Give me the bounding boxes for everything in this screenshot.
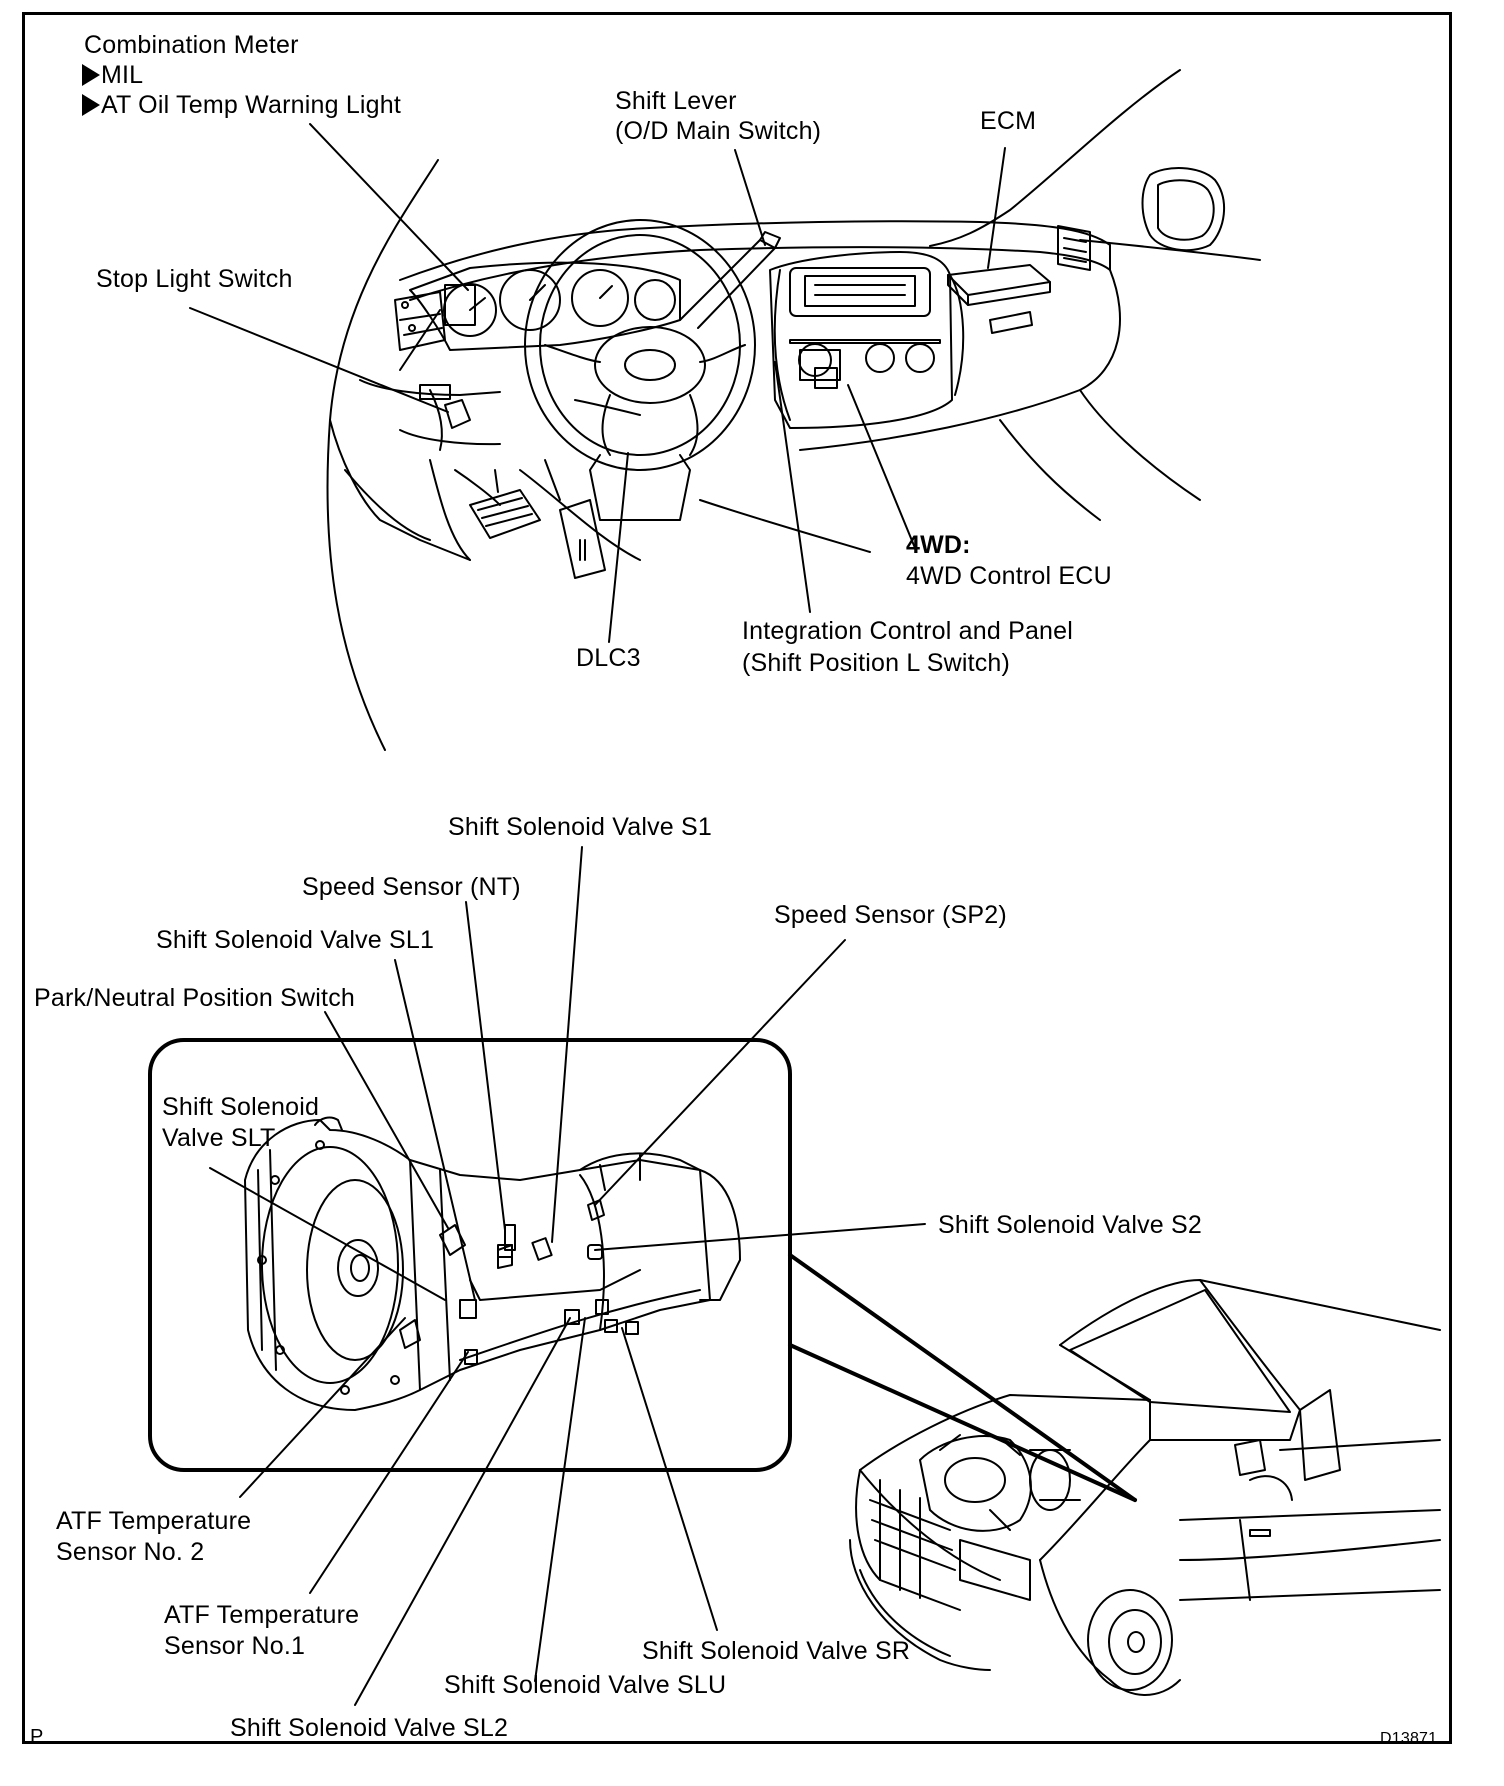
triangle-bullet-icon — [82, 94, 100, 116]
figure-frame — [22, 12, 1452, 1744]
callout-line-lower — [788, 1343, 1137, 1502]
label-atf-temp-sensor-2-line2: Sensor No. 2 — [56, 1538, 205, 1566]
dashboard-drawing — [326, 69, 1261, 751]
label-mil: MIL — [82, 60, 143, 90]
label-4wd-tag-text: 4WD: — [906, 531, 971, 559]
transmission-drawing — [244, 1116, 741, 1411]
corner-letter: P — [30, 1726, 44, 1748]
label-ecm: ECM — [980, 107, 1037, 135]
label-at-oil-temp: AT Oil Temp Warning Light — [82, 90, 401, 120]
label-shift-solenoid-sr: Shift Solenoid Valve SR — [642, 1637, 911, 1665]
triangle-bullet-icon — [82, 64, 100, 86]
label-shift-position-l-switch: (Shift Position L Switch) — [742, 649, 1011, 677]
label-shift-solenoid-s2: Shift Solenoid Valve S2 — [938, 1211, 1203, 1239]
figure-id: D13871 — [1380, 1730, 1438, 1747]
label-shift-solenoid-slt-line1: Shift Solenoid — [162, 1093, 320, 1121]
label-speed-sensor-sp2: Speed Sensor (SP2) — [774, 901, 1007, 929]
label-stop-light-switch: Stop Light Switch — [96, 265, 293, 293]
label-speed-sensor-nt: Speed Sensor (NT) — [302, 873, 521, 901]
label-integration-control: Integration Control and Panel — [742, 617, 1074, 645]
label-shift-solenoid-slu: Shift Solenoid Valve SLU — [444, 1671, 727, 1699]
label-shift-solenoid-sl2: Shift Solenoid Valve SL2 — [230, 1714, 509, 1742]
label-combination-meter: Combination Meter — [84, 31, 299, 59]
label-4wd-control-ecu: 4WD Control ECU — [906, 562, 1112, 590]
label-at-oil-temp-text: AT Oil Temp Warning Light — [101, 91, 402, 119]
label-shift-solenoid-slt-line2: Valve SLT — [162, 1124, 276, 1152]
label-atf-temp-sensor-1-line1: ATF Temperature — [164, 1601, 360, 1629]
label-shift-solenoid-sl1: Shift Solenoid Valve SL1 — [156, 926, 435, 954]
label-4wd-tag: 4WD: — [906, 530, 971, 560]
label-mil-text: MIL — [101, 61, 144, 89]
label-atf-temp-sensor-1-line2: Sensor No.1 — [164, 1632, 306, 1660]
label-shift-solenoid-s1: Shift Solenoid Valve S1 — [448, 813, 713, 841]
callout-line-upper — [788, 1253, 1137, 1502]
label-dlc3: DLC3 — [576, 644, 641, 672]
label-atf-temp-sensor-2-line1: ATF Temperature — [56, 1507, 252, 1535]
leader-lines — [189, 123, 1006, 1706]
label-shift-lever: Shift Lever — [615, 87, 737, 115]
label-od-main-switch: (O/D Main Switch) — [615, 117, 822, 145]
truck-drawing — [849, 1279, 1441, 1696]
label-park-neutral-switch: Park/Neutral Position Switch — [34, 984, 356, 1012]
